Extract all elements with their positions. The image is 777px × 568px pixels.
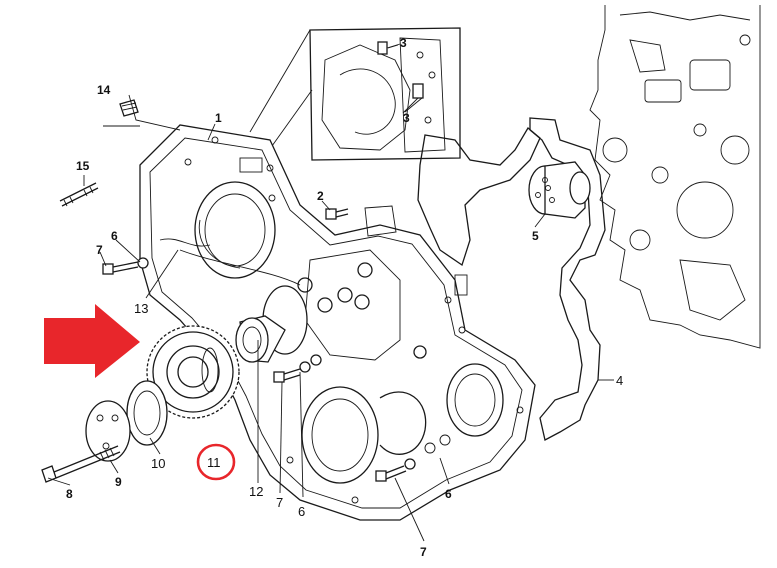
crank-seal [235,285,308,363]
callout-6-mid: 6 [298,504,305,519]
bolt-2 [325,208,349,220]
callout-labels: 14 1 15 3 3 2 5 4 6 7 13 12 7 6 6 7 11 1… [66,36,623,559]
callout-11: 11 [207,455,221,470]
thrust-washer [126,380,168,446]
bolt-8 [41,445,121,483]
hub-plate [85,400,131,462]
callout-7-mid: 7 [276,495,283,510]
inset-detail [249,27,461,161]
callout-13: 13 [134,301,148,316]
callout-10: 10 [151,456,165,471]
rear-gasket [417,117,606,441]
callout-3-bottom: 3 [403,111,410,125]
callout-7-left: 7 [96,243,103,257]
callout-14: 14 [97,83,111,97]
front-cover [139,124,536,521]
callout-12: 12 [249,484,263,499]
callout-9: 9 [115,475,122,489]
callout-4: 4 [616,373,623,388]
callout-15: 15 [76,159,90,173]
callout-3-top: 3 [400,36,407,50]
callout-8: 8 [66,487,73,501]
idler-gear [146,325,240,419]
callout-6-left: 6 [111,229,118,243]
bolt-7-left [102,257,149,275]
plug-14 [119,99,139,117]
callout-5: 5 [532,229,539,243]
engine-block [589,5,761,349]
callout-2: 2 [317,189,324,203]
water-pump [528,161,591,219]
bolt-7-lower [273,354,416,482]
highlight-circle [196,443,236,481]
pointer-arrow [44,304,140,378]
stud-15 [59,182,99,207]
callout-1: 1 [215,111,222,125]
callout-7-bottom: 7 [420,545,427,559]
leader-lines [47,44,614,542]
callout-6-right: 6 [445,487,452,501]
